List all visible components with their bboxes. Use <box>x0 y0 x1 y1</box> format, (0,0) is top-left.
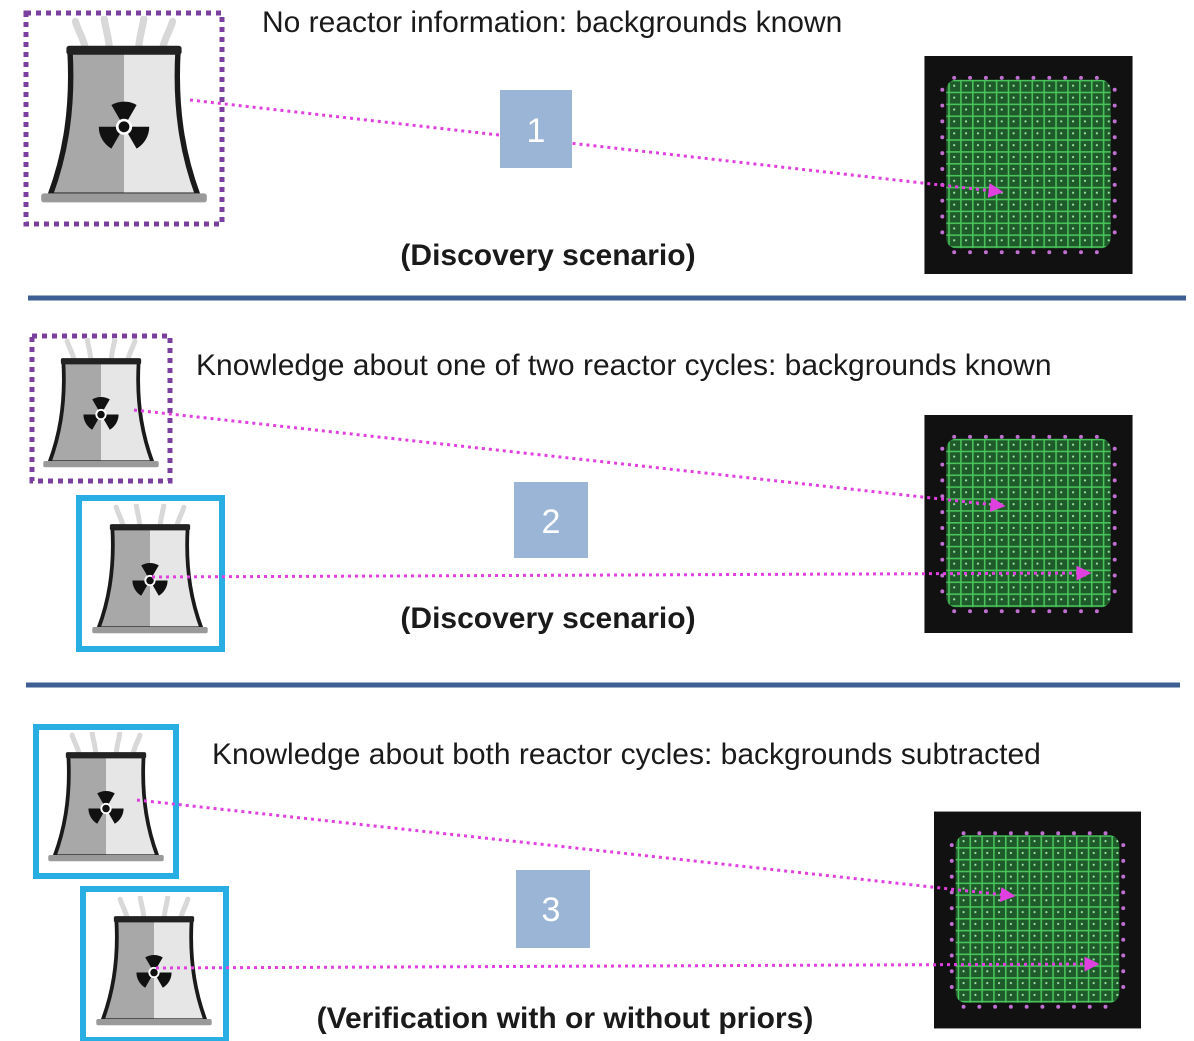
badge-number: 1 <box>527 112 546 150</box>
unknown-reactor-frame <box>29 333 173 484</box>
cooling-tower-radiation-icon <box>48 733 163 861</box>
panel-heading: No reactor information: backgrounds know… <box>262 6 842 39</box>
cooling-tower-radiation-icon <box>92 505 207 633</box>
detector-grid-icon <box>924 415 1133 633</box>
flux-arrow <box>189 98 1004 198</box>
cooling-tower-radiation-icon <box>96 897 211 1025</box>
panel-caption: (Discovery scenario) <box>400 602 695 635</box>
panel-2: Knowledge about one of two reactor cycle… <box>29 333 1133 652</box>
panel-3: Knowledge about both reactor cycles: bac… <box>33 724 1141 1041</box>
flux-arrow <box>136 798 1016 902</box>
badge-number: 2 <box>542 503 561 541</box>
cooling-tower-radiation-icon <box>41 19 207 203</box>
badge-number: 3 <box>542 891 561 929</box>
flux-arrow <box>151 565 1092 581</box>
known-reactor-frame <box>80 886 229 1041</box>
known-reactor-frame <box>76 495 225 652</box>
flux-arrow <box>133 408 1006 512</box>
panel-heading: Knowledge about one of two reactor cycle… <box>196 349 1052 382</box>
detector-grid-icon <box>934 811 1141 1029</box>
panel-caption: (Discovery scenario) <box>400 239 695 272</box>
panel-1: No reactor information: backgrounds know… <box>23 6 1133 274</box>
scenario-number-badge: 3 <box>516 870 590 948</box>
detector-grid-icon <box>924 56 1133 274</box>
scenario-number-badge: 1 <box>500 90 572 168</box>
panel-heading: Knowledge about both reactor cycles: bac… <box>212 738 1041 771</box>
scenario-number-badge: 2 <box>514 482 588 558</box>
cooling-tower-radiation-icon <box>43 339 158 467</box>
panel-caption: (Verification with or without priors) <box>317 1002 814 1035</box>
flux-arrow <box>155 956 1100 972</box>
known-reactor-frame <box>33 724 179 879</box>
unknown-reactor-frame <box>23 10 225 227</box>
